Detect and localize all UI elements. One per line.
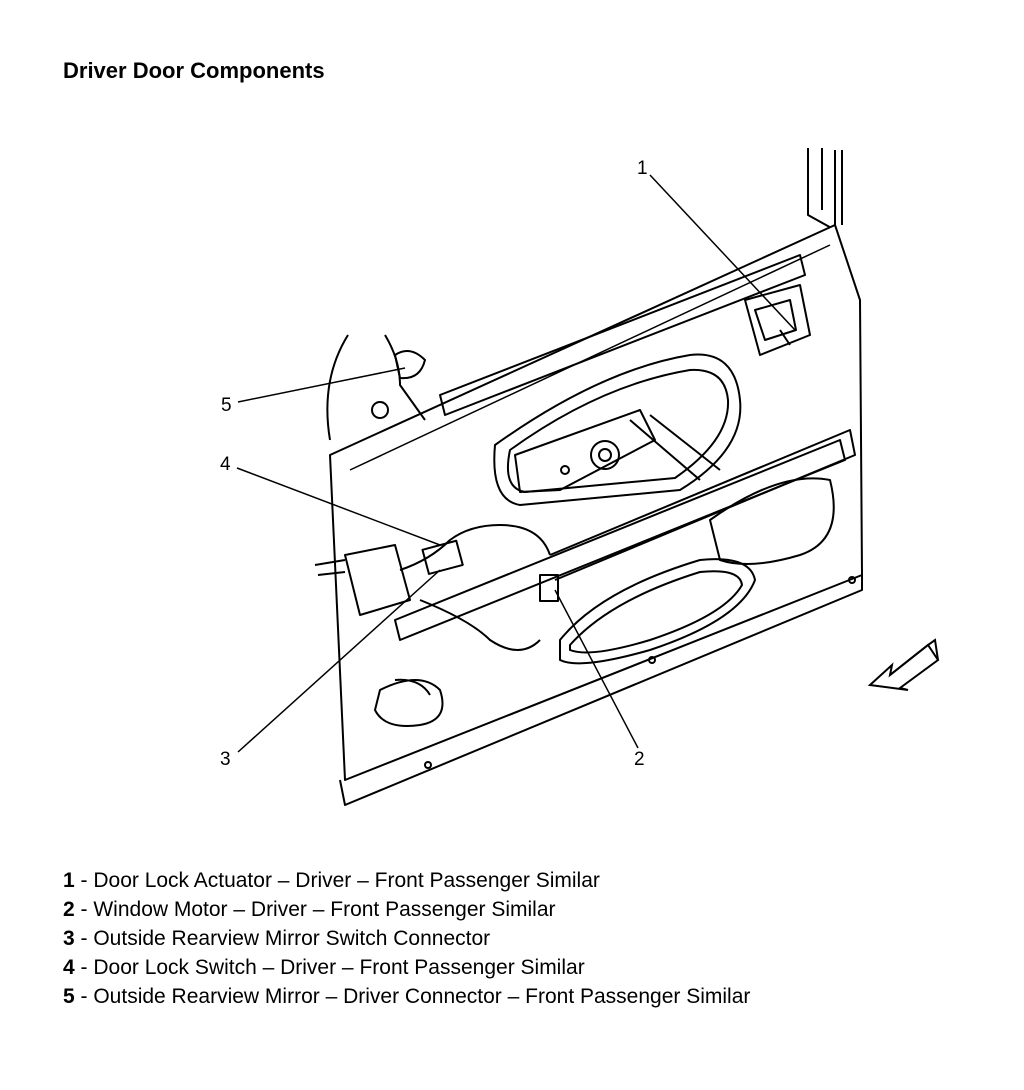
legend-num: 5 [63,985,75,1008]
legend: 1 - Door Lock Actuator – Driver – Front … [63,866,750,1011]
door-lock-actuator [744,284,811,356]
legend-num: 1 [63,869,75,892]
callout-line-4 [236,467,441,546]
legend-item-3: 3 - Outside Rearview Mirror Switch Conne… [63,924,750,953]
legend-item-2: 2 - Window Motor – Driver – Front Passen… [63,895,750,924]
callout-line-5 [237,367,406,403]
callout-5: 5 [221,395,232,416]
legend-text: - Window Motor – Driver – Front Passenge… [74,898,556,921]
legend-item-1: 1 - Door Lock Actuator – Driver – Front … [63,866,750,895]
legend-num: 2 [63,898,75,921]
legend-text: - Outside Rearview Mirror – Driver Conne… [74,985,751,1008]
door-inner-panel [329,224,863,781]
callout-3: 3 [220,749,231,770]
door-frame [807,148,836,231]
callout-4: 4 [220,454,231,475]
diagram-title: Driver Door Components [63,58,325,83]
legend-item-5: 5 - Outside Rearview Mirror – Driver Con… [63,982,750,1011]
legend-text: - Door Lock Actuator – Driver – Front Pa… [74,869,600,892]
door-diagram: 1 2 3 4 5 [220,148,940,806]
legend-num: 4 [63,956,75,979]
callout-line-3 [237,569,441,753]
front-direction-arrow-icon [867,638,940,691]
legend-item-4: 4 - Door Lock Switch – Driver – Front Pa… [63,953,750,982]
legend-text: - Door Lock Switch – Driver – Front Pass… [74,956,585,979]
callout-line-2 [554,589,639,749]
callout-2: 2 [634,749,645,770]
callout-line-1 [649,174,796,331]
legend-num: 3 [63,927,75,950]
legend-text: - Outside Rearview Mirror Switch Connect… [74,927,491,950]
callout-1: 1 [637,158,648,179]
window-regulator-opening [493,353,742,506]
